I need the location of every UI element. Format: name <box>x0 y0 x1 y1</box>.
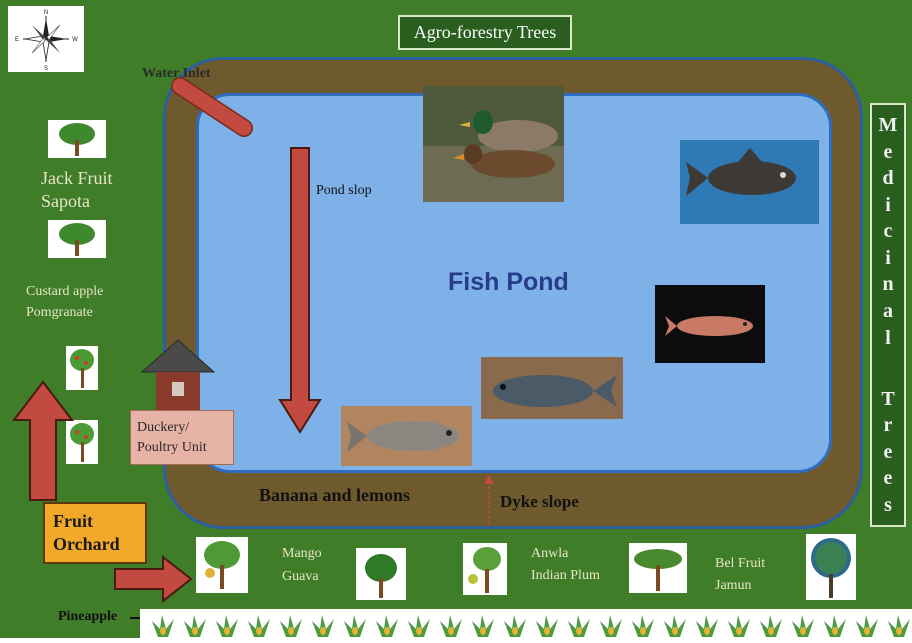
indian-plum-label: Indian Plum <box>531 568 600 584</box>
dyke-slope-label: Dyke slope <box>500 492 579 512</box>
medicinal-trees-banner: M e d i c i n a l T r e e s <box>870 103 906 527</box>
med-letter: n <box>882 274 893 294</box>
jackfruit-label: Jack Fruit <box>41 168 113 189</box>
orchard-line2: Orchard <box>53 533 145 556</box>
orchard-line1: Fruit <box>53 510 145 533</box>
sapota-tree-icon <box>48 220 106 258</box>
sapota-label: Sapota <box>41 191 90 212</box>
orchard-up-arrow-icon <box>12 380 74 502</box>
med-letter: d <box>882 168 893 188</box>
med-letter: e <box>884 442 893 462</box>
med-letter: c <box>884 221 893 241</box>
compass-w: W <box>72 37 78 43</box>
anwla-label: Anwla <box>531 546 568 562</box>
fish-pond-label: Fish Pond <box>448 268 569 297</box>
duckery-poultry-unit: Duckery/ Poultry Unit <box>130 410 234 465</box>
med-letter: e <box>884 468 893 488</box>
bel-fruit-tree-icon <box>629 543 687 593</box>
med-letter: s <box>884 495 892 515</box>
mango-label: Mango <box>282 546 322 562</box>
med-letter: l <box>885 328 891 348</box>
water-inlet-pipe-icon <box>168 76 258 142</box>
med-letter: i <box>885 248 891 268</box>
compass-e: E <box>15 37 19 43</box>
med-letter: M <box>879 115 898 135</box>
banana-lemons-label: Banana and lemons <box>259 485 410 506</box>
agroforestry-title: Agro-forestry Trees <box>398 15 572 50</box>
compass-n: N <box>44 10 48 16</box>
pineapple-plants-icon <box>140 609 912 638</box>
anwla-tree-icon <box>463 543 507 595</box>
duckery-line1: Duckery/ <box>137 418 233 438</box>
ducks-photo <box>423 86 564 202</box>
bel-fruit-label: Bel Fruit <box>715 556 765 572</box>
guava-tree-icon <box>356 548 406 600</box>
jamun-label: Jamun <box>715 578 752 594</box>
med-letter: T <box>881 389 894 409</box>
fish-photo-3 <box>481 357 623 419</box>
compass-s: S <box>44 66 48 72</box>
custard-apple-label: Custard apple <box>26 284 103 300</box>
pineapple-label: Pineapple <box>58 609 117 625</box>
jackfruit-tree-icon <box>48 120 106 158</box>
fish-photo-1 <box>680 140 819 224</box>
dyke-slope-arrow-icon <box>482 474 496 526</box>
med-letter: i <box>885 195 891 215</box>
med-letter: r <box>884 415 893 435</box>
jamun-tree-icon <box>806 534 856 600</box>
pineapple-row <box>140 609 912 638</box>
mango-tree-icon <box>196 537 248 593</box>
med-letter: e <box>884 142 893 162</box>
duckery-house-icon <box>140 338 216 412</box>
fish-photo-4 <box>341 406 472 466</box>
guava-label: Guava <box>282 569 319 585</box>
compass-rose-icon: N S W E <box>8 6 84 72</box>
fish-photo-2 <box>655 285 765 363</box>
orchard-right-arrow-icon <box>113 555 193 603</box>
pond-slope-label: Pond slop <box>316 183 372 199</box>
med-letter: a <box>883 301 893 321</box>
pomegranate-label: Pomgranate <box>26 305 93 321</box>
duckery-line2: Poultry Unit <box>137 438 233 458</box>
